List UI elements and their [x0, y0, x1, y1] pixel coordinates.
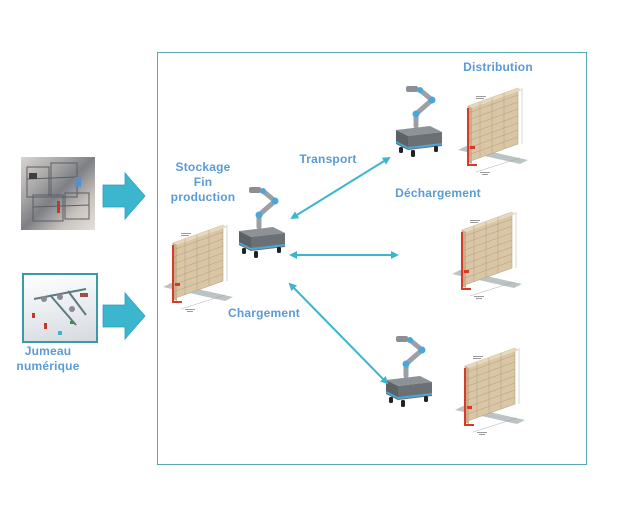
- factory-machine-icon: [26, 162, 90, 222]
- storage-label-line3: production: [170, 190, 236, 204]
- storage-label-line2: Fin: [193, 175, 213, 189]
- digital-twin-label-line2: numérique: [16, 359, 80, 373]
- unloading-label: Déchargement: [395, 186, 481, 200]
- input-arrow-top: [102, 171, 146, 221]
- digital-twin-icon: [32, 288, 88, 335]
- distribution-frame: [157, 52, 587, 465]
- storage-label-line1: Stockage: [175, 160, 231, 174]
- connector-bottom: [288, 282, 389, 385]
- digital-twin-label: Jumeau numérique: [8, 344, 88, 374]
- digital-twin-render: [22, 273, 98, 343]
- loading-label: Chargement: [227, 306, 300, 320]
- digital-twin-label-line1: Jumeau: [24, 344, 72, 358]
- factory-photo: [21, 157, 95, 230]
- input-arrow-bottom: [102, 291, 146, 341]
- distribution-title: Distribution: [463, 60, 533, 74]
- connector-transport: [290, 156, 391, 220]
- storage-label: Stockage Fin production: [164, 160, 242, 205]
